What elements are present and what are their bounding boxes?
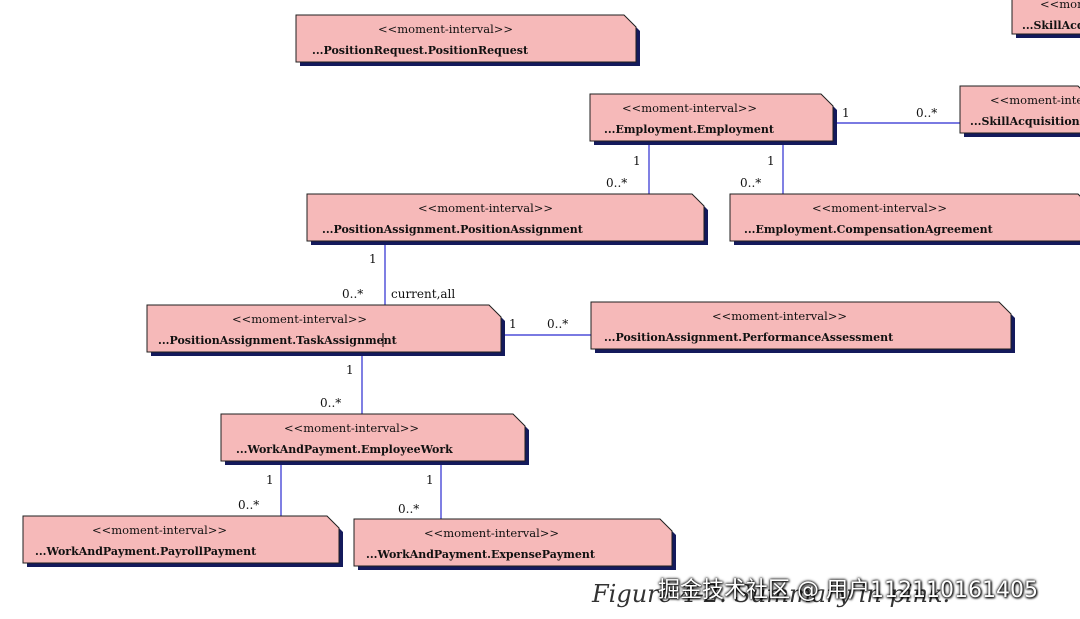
multiplicity-label: 0..* — [238, 498, 259, 512]
multiplicity-label: 1 — [842, 106, 850, 120]
class-name: ...PositionAssignment.TaskAssignment — [158, 334, 398, 347]
box-body — [295, 14, 637, 63]
class-box-compensation-agreement[interactable]: <<moment-interval>> ...Employment.Compens… — [729, 193, 1080, 245]
association-links — [280, 122, 960, 519]
box-body — [220, 413, 526, 462]
class-boxes: <<moment-interval>> ...PositionRequest.Po… — [22, 0, 1080, 570]
box-body — [306, 193, 705, 242]
multiplicity-label: 1 — [633, 154, 641, 168]
class-box-skill-acq-top[interactable]: <<moment-interval>> ...SkillAcq — [1011, 0, 1080, 38]
stereotype-label: <<moment-interval>> — [712, 309, 847, 323]
stereotype-label: <<moment-interval>> — [418, 201, 553, 215]
class-name: ...SkillAcq — [1022, 19, 1080, 32]
class-box-task-assignment[interactable]: <<moment-interval>> ...PositionAssignment… — [146, 304, 505, 356]
box-body — [590, 301, 1012, 350]
multiplicity-label: 1 — [369, 252, 377, 266]
stereotype-label: <<moment-interval>> — [378, 22, 513, 36]
figure-caption: Figure 4-2. Summary in pink. — [592, 580, 951, 608]
class-box-position-request[interactable]: <<moment-interval>> ...PositionRequest.Po… — [295, 14, 640, 66]
class-name: ...WorkAndPayment.EmployeeWork — [236, 443, 453, 456]
stereotype-label: <<moment-interval>> — [990, 93, 1080, 107]
class-box-performance-assessment[interactable]: <<moment-interval>> ...PositionAssignment… — [590, 301, 1015, 353]
box-body — [146, 304, 502, 353]
stereotype-label: <<moment-interval>> — [424, 526, 559, 540]
class-box-employee-work[interactable]: <<moment-interval>> ...WorkAndPayment.Emp… — [220, 413, 529, 465]
class-name: ...Employment.CompensationAgreement — [744, 223, 994, 236]
multiplicity-label: 0..* — [740, 176, 761, 190]
watermark: 掘金技术社区 @ 用户112110161405 — [658, 578, 1038, 603]
class-name: ...Employment.Employment — [604, 123, 775, 136]
class-name: ...WorkAndPayment.ExpensePayment — [366, 548, 596, 561]
multiplicity-label: 1 — [346, 363, 354, 377]
multiplicity-labels: 1 0..* 1 0..* 1 0..* 1 0..* current,all 1 0..* 1 0..… — [238, 106, 937, 516]
class-box-expense-payment[interactable]: <<moment-interval>> ...WorkAndPayment.Exp… — [353, 518, 676, 570]
multiplicity-label: 0..* — [606, 176, 627, 190]
class-name: ...PositionRequest.PositionRequest — [312, 44, 529, 57]
box-body — [729, 193, 1080, 242]
class-name: ...WorkAndPayment.PayrollPayment — [35, 545, 257, 558]
stereotype-label: <<moment-interval>> — [812, 201, 947, 215]
box-body — [959, 85, 1080, 134]
box-body — [1011, 0, 1080, 35]
multiplicity-label: 1 — [266, 473, 274, 487]
class-box-position-assignment[interactable]: <<moment-interval>> ...PositionAssignment… — [306, 193, 708, 245]
stereotype-label: <<moment-interval>> — [1040, 0, 1080, 11]
class-box-payroll-payment[interactable]: <<moment-interval>> ...WorkAndPayment.Pay… — [22, 515, 343, 567]
stereotype-label: <<moment-interval>> — [284, 421, 419, 435]
class-name: ...SkillAcquisition. — [970, 115, 1080, 128]
multiplicity-label: 0..* — [547, 317, 568, 331]
class-box-skill-acquisition[interactable]: <<moment-interval>> ...SkillAcquisition. — [959, 85, 1080, 137]
multiplicity-label: 0..* — [398, 502, 419, 516]
role-label: current,all — [391, 287, 455, 301]
stereotype-label: <<moment-interval>> — [622, 101, 757, 115]
multiplicity-label: 1 — [509, 317, 517, 331]
multiplicity-label: 1 — [426, 473, 434, 487]
box-body — [589, 93, 834, 142]
box-body — [353, 518, 673, 567]
multiplicity-label: 0..* — [320, 396, 341, 410]
stereotype-label: <<moment-interval>> — [92, 523, 227, 537]
multiplicity-label: 0..* — [342, 287, 363, 301]
class-name: ...PositionAssignment.PerformanceAssessm… — [604, 331, 894, 344]
class-box-employment[interactable]: <<moment-interval>> ...Employment.Employm… — [589, 93, 837, 145]
class-name: ...PositionAssignment.PositionAssignment — [322, 223, 584, 236]
stereotype-label: <<moment-interval>> — [232, 312, 367, 326]
multiplicity-label: 1 — [767, 154, 775, 168]
multiplicity-label: 0..* — [916, 106, 937, 120]
box-body — [22, 515, 340, 564]
